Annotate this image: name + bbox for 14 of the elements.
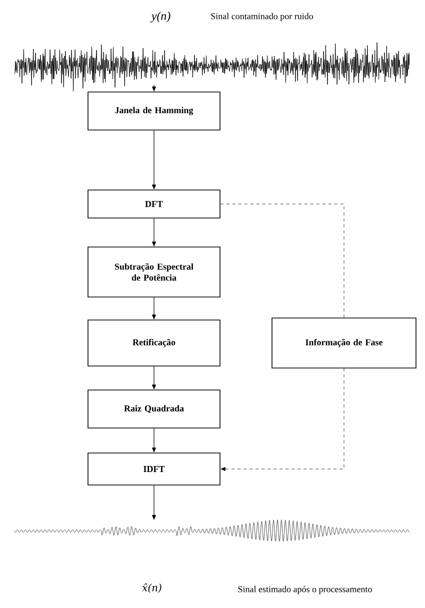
process-box: Raiz Quadrada (88, 390, 220, 428)
process-box: Subtração Espectral de Potência (88, 246, 220, 298)
process-box: IDFT (88, 452, 220, 486)
waveform-drawing (14, 42, 410, 92)
signal-symbol: y(n) (150, 12, 170, 22)
process-box: Informação de Fase (272, 318, 416, 368)
arrow (220, 368, 344, 471)
process-box: Janela de Hamming (88, 92, 220, 130)
signal-caption: Sinal estimado após o processamento (238, 586, 372, 594)
signal-caption: Sinal contaminado por ruido (211, 12, 314, 22)
process-box: DFT (88, 190, 220, 218)
signal-symbol: x̂(n) (142, 583, 162, 593)
process-box: Retificação (88, 320, 220, 366)
waveform-drawing (14, 520, 410, 542)
